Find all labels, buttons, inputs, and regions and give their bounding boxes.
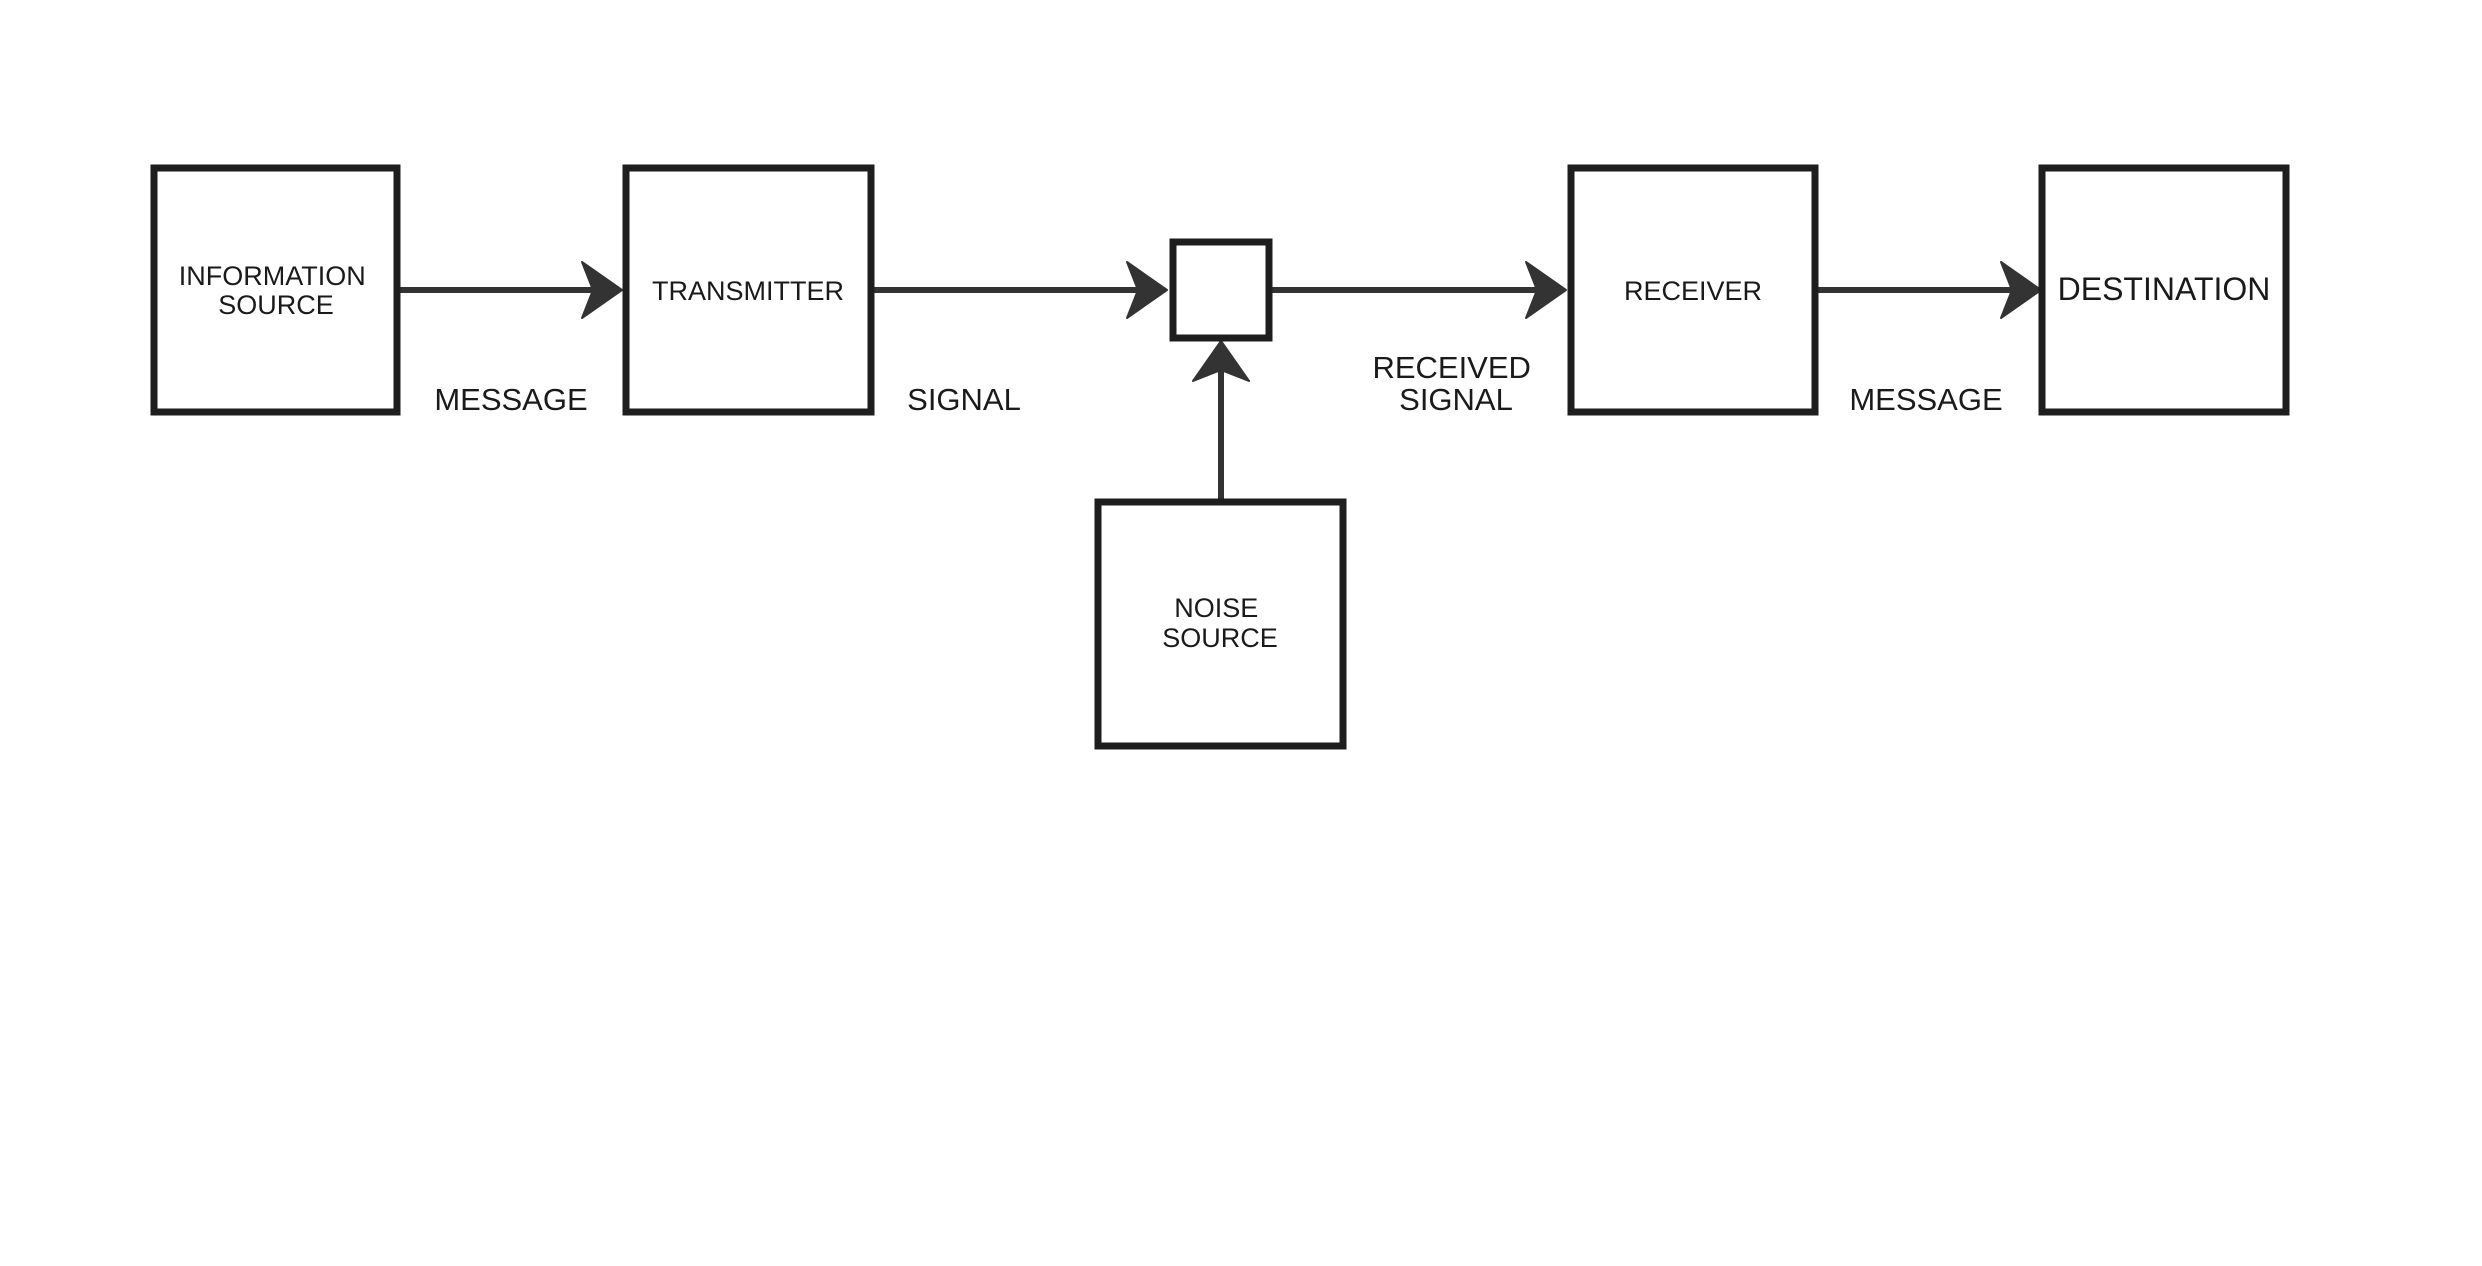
connector-message-in xyxy=(400,261,623,319)
node-noise-junction xyxy=(1169,238,1273,342)
node-transmitter: TRANSMITTER xyxy=(622,164,875,416)
node-label-line: SOURCE xyxy=(1162,623,1278,653)
node-label-line: DESTINATION xyxy=(2058,271,2271,307)
node-label: RECEIVER xyxy=(1624,276,1762,306)
edge-label-line: MESSAGE xyxy=(434,382,587,417)
edge-label-line: RECEIVED xyxy=(1372,350,1530,385)
arrowhead-up-icon xyxy=(1192,340,1250,382)
node-label-line: NOISE xyxy=(1174,593,1258,623)
arrowhead-right-icon xyxy=(1525,261,1567,319)
connector-noise xyxy=(1192,340,1250,501)
arrowhead-right-icon xyxy=(2000,261,2042,319)
connector-received-signal xyxy=(1270,261,1567,319)
node-label: DESTINATION xyxy=(2058,271,2271,307)
node-noise-source: NOISE SOURCE xyxy=(1094,498,1347,750)
edge-label-received-signal: RECEIVED SIGNAL xyxy=(1372,350,1539,417)
node-destination: DESTINATION xyxy=(2038,164,2290,416)
node-label: NOISE SOURCE xyxy=(1162,593,1278,653)
edge-label-line: SIGNAL xyxy=(1399,382,1513,417)
node-label-line: SOURCE xyxy=(218,290,334,320)
connector-signal xyxy=(874,261,1168,319)
arrowhead-right-icon xyxy=(1126,261,1168,319)
node-label-line: RECEIVER xyxy=(1624,276,1762,306)
arrowhead-right-icon xyxy=(581,261,623,319)
node-label-line: INFORMATION xyxy=(179,261,366,291)
edge-label-message-in: MESSAGE xyxy=(434,382,587,417)
node-label: INFORMATION SOURCE xyxy=(179,261,374,320)
node-label: TRANSMITTER xyxy=(652,276,844,306)
connector-message-out xyxy=(1815,261,2042,319)
edge-label-signal: SIGNAL xyxy=(907,382,1021,417)
edge-label-line: SIGNAL xyxy=(907,382,1021,417)
edge-label-message-out: MESSAGE xyxy=(1849,382,2002,417)
node-receiver: RECEIVER xyxy=(1567,164,1819,416)
node-label-line: TRANSMITTER xyxy=(652,276,844,306)
edge-label-line: MESSAGE xyxy=(1849,382,2002,417)
node-information-source: INFORMATION SOURCE xyxy=(150,164,401,416)
